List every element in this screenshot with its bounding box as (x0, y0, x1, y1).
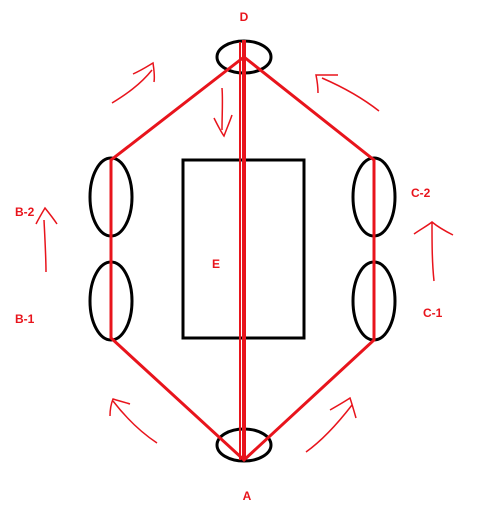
label-c1: C-1 (423, 306, 443, 320)
label-b2: B-2 (15, 205, 35, 219)
label-e: E (212, 257, 220, 271)
arrow-down-icon (213, 87, 233, 138)
arrow-upper-left-icon (111, 61, 156, 104)
arrow-upper-right-icon (315, 74, 380, 112)
label-d: D (240, 10, 249, 24)
arrow-lower-left-icon (109, 398, 158, 444)
label-a: A (243, 489, 252, 503)
label-b1: B-1 (15, 312, 35, 326)
arrow-lower-right-icon (305, 396, 357, 453)
label-c2: C-2 (411, 186, 431, 200)
arrow-right-up-icon (413, 221, 454, 282)
arrow-left-up-icon (35, 206, 58, 273)
